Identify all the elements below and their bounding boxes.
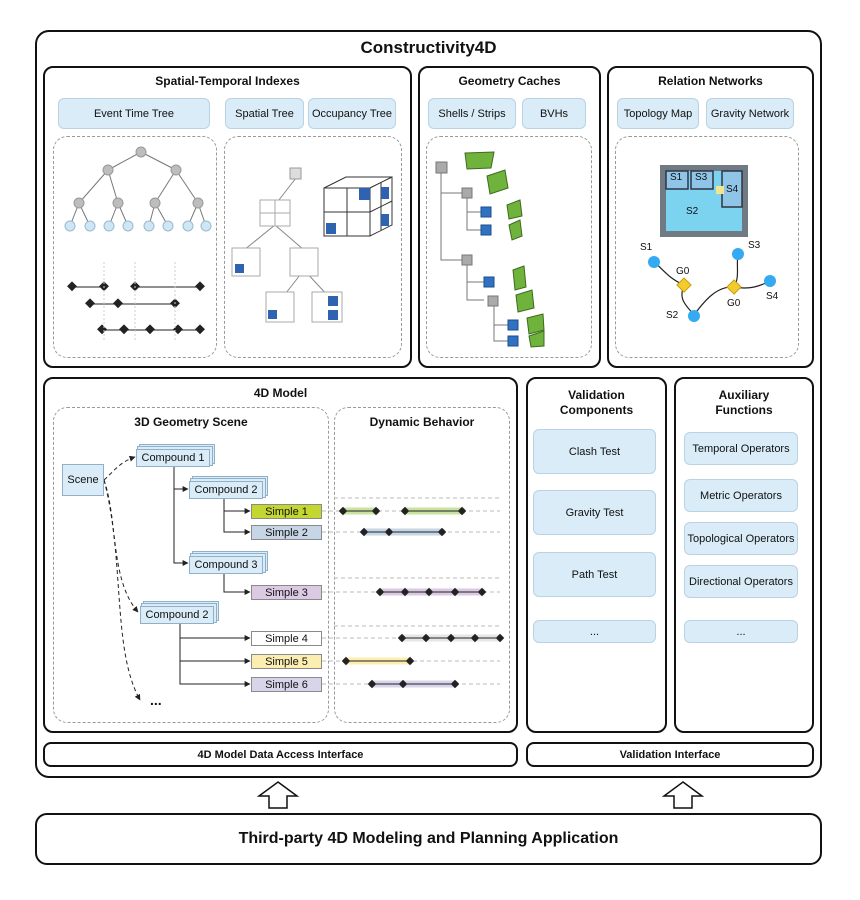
simple-2-node: Simple 2 <box>251 525 322 540</box>
geometry-scene-title: 3D Geometry Scene <box>134 415 248 429</box>
event-time-tree-icon <box>69 151 207 227</box>
compound-2-node: Compound 2 <box>189 481 263 499</box>
simple-5-node: Simple 5 <box>251 654 322 669</box>
temporal-operators-item: Temporal Operators <box>684 432 798 465</box>
room-label-s2: S2 <box>686 206 699 217</box>
occupancy-tree-tab: Occupancy Tree <box>308 98 396 129</box>
directional-operators-item: Directional Operators <box>684 565 798 598</box>
event-time-tree-area <box>53 136 217 358</box>
dynamic-behavior-area <box>334 407 510 723</box>
graph-label-s2: S2 <box>666 310 679 321</box>
bvhs-tab: BVHs <box>522 98 586 129</box>
up-arrow-left <box>256 781 300 809</box>
room-label-s3: S3 <box>695 172 708 183</box>
room-label-s1: S1 <box>670 172 683 183</box>
geometry-scene-area <box>53 407 329 723</box>
graph-label-g0-left: G0 <box>676 266 690 277</box>
spatial-tree-icon <box>243 177 331 299</box>
topology-map-tab: Topology Map <box>617 98 699 129</box>
graph-label-g0-right: G0 <box>727 298 741 309</box>
more-nodes-ellipsis: ... <box>150 692 162 708</box>
validation-more-item: ... <box>533 620 656 643</box>
scene-node: Scene <box>62 464 104 496</box>
third-party-app: Third-party 4D Modeling and Planning App… <box>35 813 822 865</box>
room-label-s4: S4 <box>726 184 739 195</box>
graph-label-s1: S1 <box>640 242 653 253</box>
geometry-caches-title: Geometry Caches <box>458 74 561 88</box>
geometry-shell-icons <box>464 151 545 348</box>
main-title: Constructivity4D <box>360 38 497 57</box>
geometry-cache-tree-icon <box>440 172 508 342</box>
gravity-test-item: Gravity Test <box>533 490 656 535</box>
compound-1-node: Compound 1 <box>136 449 210 467</box>
path-test-item: Path Test <box>533 552 656 597</box>
spatial-tree-area <box>224 136 402 358</box>
validation-interface: Validation Interface <box>526 742 814 767</box>
graph-label-s4: S4 <box>766 291 779 302</box>
validation-title: Validation Components <box>559 388 634 417</box>
topological-operators-item: Topological Operators <box>684 522 798 555</box>
dynamic-behavior-title: Dynamic Behavior <box>369 415 475 429</box>
gravity-network-tab: Gravity Network <box>706 98 794 129</box>
model-access-interface: 4D Model Data Access Interface <box>43 742 518 767</box>
auxiliary-more-item: ... <box>684 620 798 643</box>
compound-2b-node: Compound 2 <box>140 606 214 624</box>
model-4d-panel <box>43 377 518 733</box>
model-4d-title: 4D Model <box>253 386 308 400</box>
clash-test-item: Clash Test <box>533 429 656 474</box>
relation-networks-area <box>615 136 799 358</box>
simple-4-node: Simple 4 <box>251 631 322 646</box>
simple-6-node: Simple 6 <box>251 677 322 692</box>
auxiliary-title: Auxiliary Functions <box>715 388 773 417</box>
shells-strips-tab: Shells / Strips <box>428 98 516 129</box>
metric-operators-item: Metric Operators <box>684 479 798 512</box>
compound-3-node: Compound 3 <box>189 556 263 574</box>
topology-map-icon <box>660 165 748 237</box>
geometry-caches-area <box>426 136 592 358</box>
simple-1-node: Simple 1 <box>251 504 322 519</box>
spatial-temporal-title: Spatial-Temporal Indexes <box>155 74 300 88</box>
simple-3-node: Simple 3 <box>251 585 322 600</box>
event-time-tree-tab: Event Time Tree <box>58 98 210 129</box>
relation-networks-title: Relation Networks <box>658 74 763 88</box>
up-arrow-right <box>661 781 705 809</box>
graph-label-s3: S3 <box>748 240 761 251</box>
spatial-tree-tab: Spatial Tree <box>225 98 304 129</box>
